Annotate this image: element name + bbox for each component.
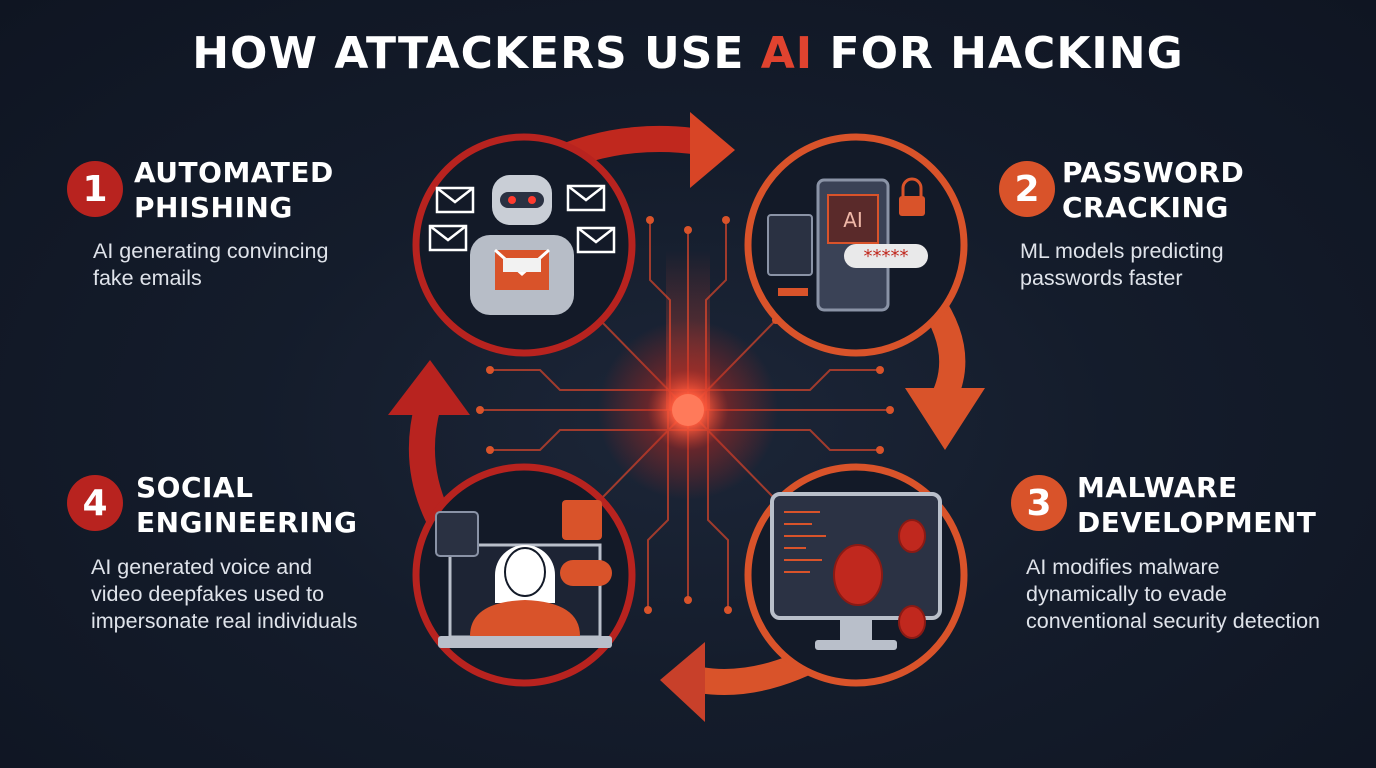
title-text-start: HOW ATTACKERS USE bbox=[192, 28, 761, 79]
step-description-line-2: passwords faster bbox=[1020, 266, 1183, 290]
step-heading-line-1: MALWARE bbox=[1077, 471, 1238, 504]
title-text-end: FOR HACKING bbox=[813, 28, 1184, 79]
screen-ai-label: AI bbox=[843, 208, 863, 232]
step-description-line-1: AI modifies malware bbox=[1026, 555, 1220, 579]
step-heading-line-2: CRACKING bbox=[1062, 191, 1229, 224]
phishing-illustration bbox=[412, 133, 636, 357]
step-description-line-2: dynamically to evade bbox=[1026, 582, 1227, 606]
step-description-line-2: video deepfakes used to bbox=[91, 582, 325, 606]
password-illustration: AI ***** bbox=[744, 133, 968, 357]
ai-face-icon bbox=[435, 511, 479, 557]
step-number-badge: 4 bbox=[67, 475, 123, 531]
step-description-line-2: fake emails bbox=[93, 266, 202, 290]
step-description-line-1: AI generating convincing bbox=[93, 239, 329, 263]
title-accent-ai: AI bbox=[760, 28, 814, 79]
step-heading-line-1: PASSWORD bbox=[1062, 156, 1245, 189]
lock-icon bbox=[899, 177, 925, 216]
social-illustration bbox=[412, 463, 636, 687]
step-heading-line-1: AUTOMATED bbox=[134, 156, 334, 189]
step-description-line-1: ML models predicting bbox=[1020, 239, 1224, 263]
password-mask: ***** bbox=[864, 246, 909, 267]
chat-avatar-icon bbox=[562, 500, 602, 540]
step-number-badge: 1 bbox=[67, 161, 123, 217]
step-description-line-3: impersonate real individuals bbox=[91, 609, 358, 633]
core-center bbox=[672, 394, 704, 426]
bug-icon bbox=[833, 519, 926, 639]
envelope-icon bbox=[428, 184, 616, 254]
step-heading-line-2: ENGINEERING bbox=[136, 506, 358, 539]
person-icon bbox=[470, 545, 580, 636]
step-description-line-3: conventional security detection bbox=[1026, 609, 1321, 633]
step-heading-line-1: SOCIAL bbox=[136, 471, 254, 504]
step-description-line-1: AI generated voice and bbox=[91, 555, 313, 579]
page-title: HOW ATTACKERS USE AI FOR HACKING bbox=[0, 28, 1376, 79]
malware-illustration bbox=[744, 463, 968, 687]
chat-bubble-icon bbox=[560, 560, 612, 586]
password-field bbox=[844, 244, 928, 268]
step-number-badge: 3 bbox=[1011, 475, 1067, 531]
step-heading-line-2: DEVELOPMENT bbox=[1077, 506, 1317, 539]
robot-icon bbox=[470, 175, 574, 315]
step-number-badge: 2 bbox=[999, 161, 1055, 217]
step-heading-line-2: PHISHING bbox=[134, 191, 293, 224]
